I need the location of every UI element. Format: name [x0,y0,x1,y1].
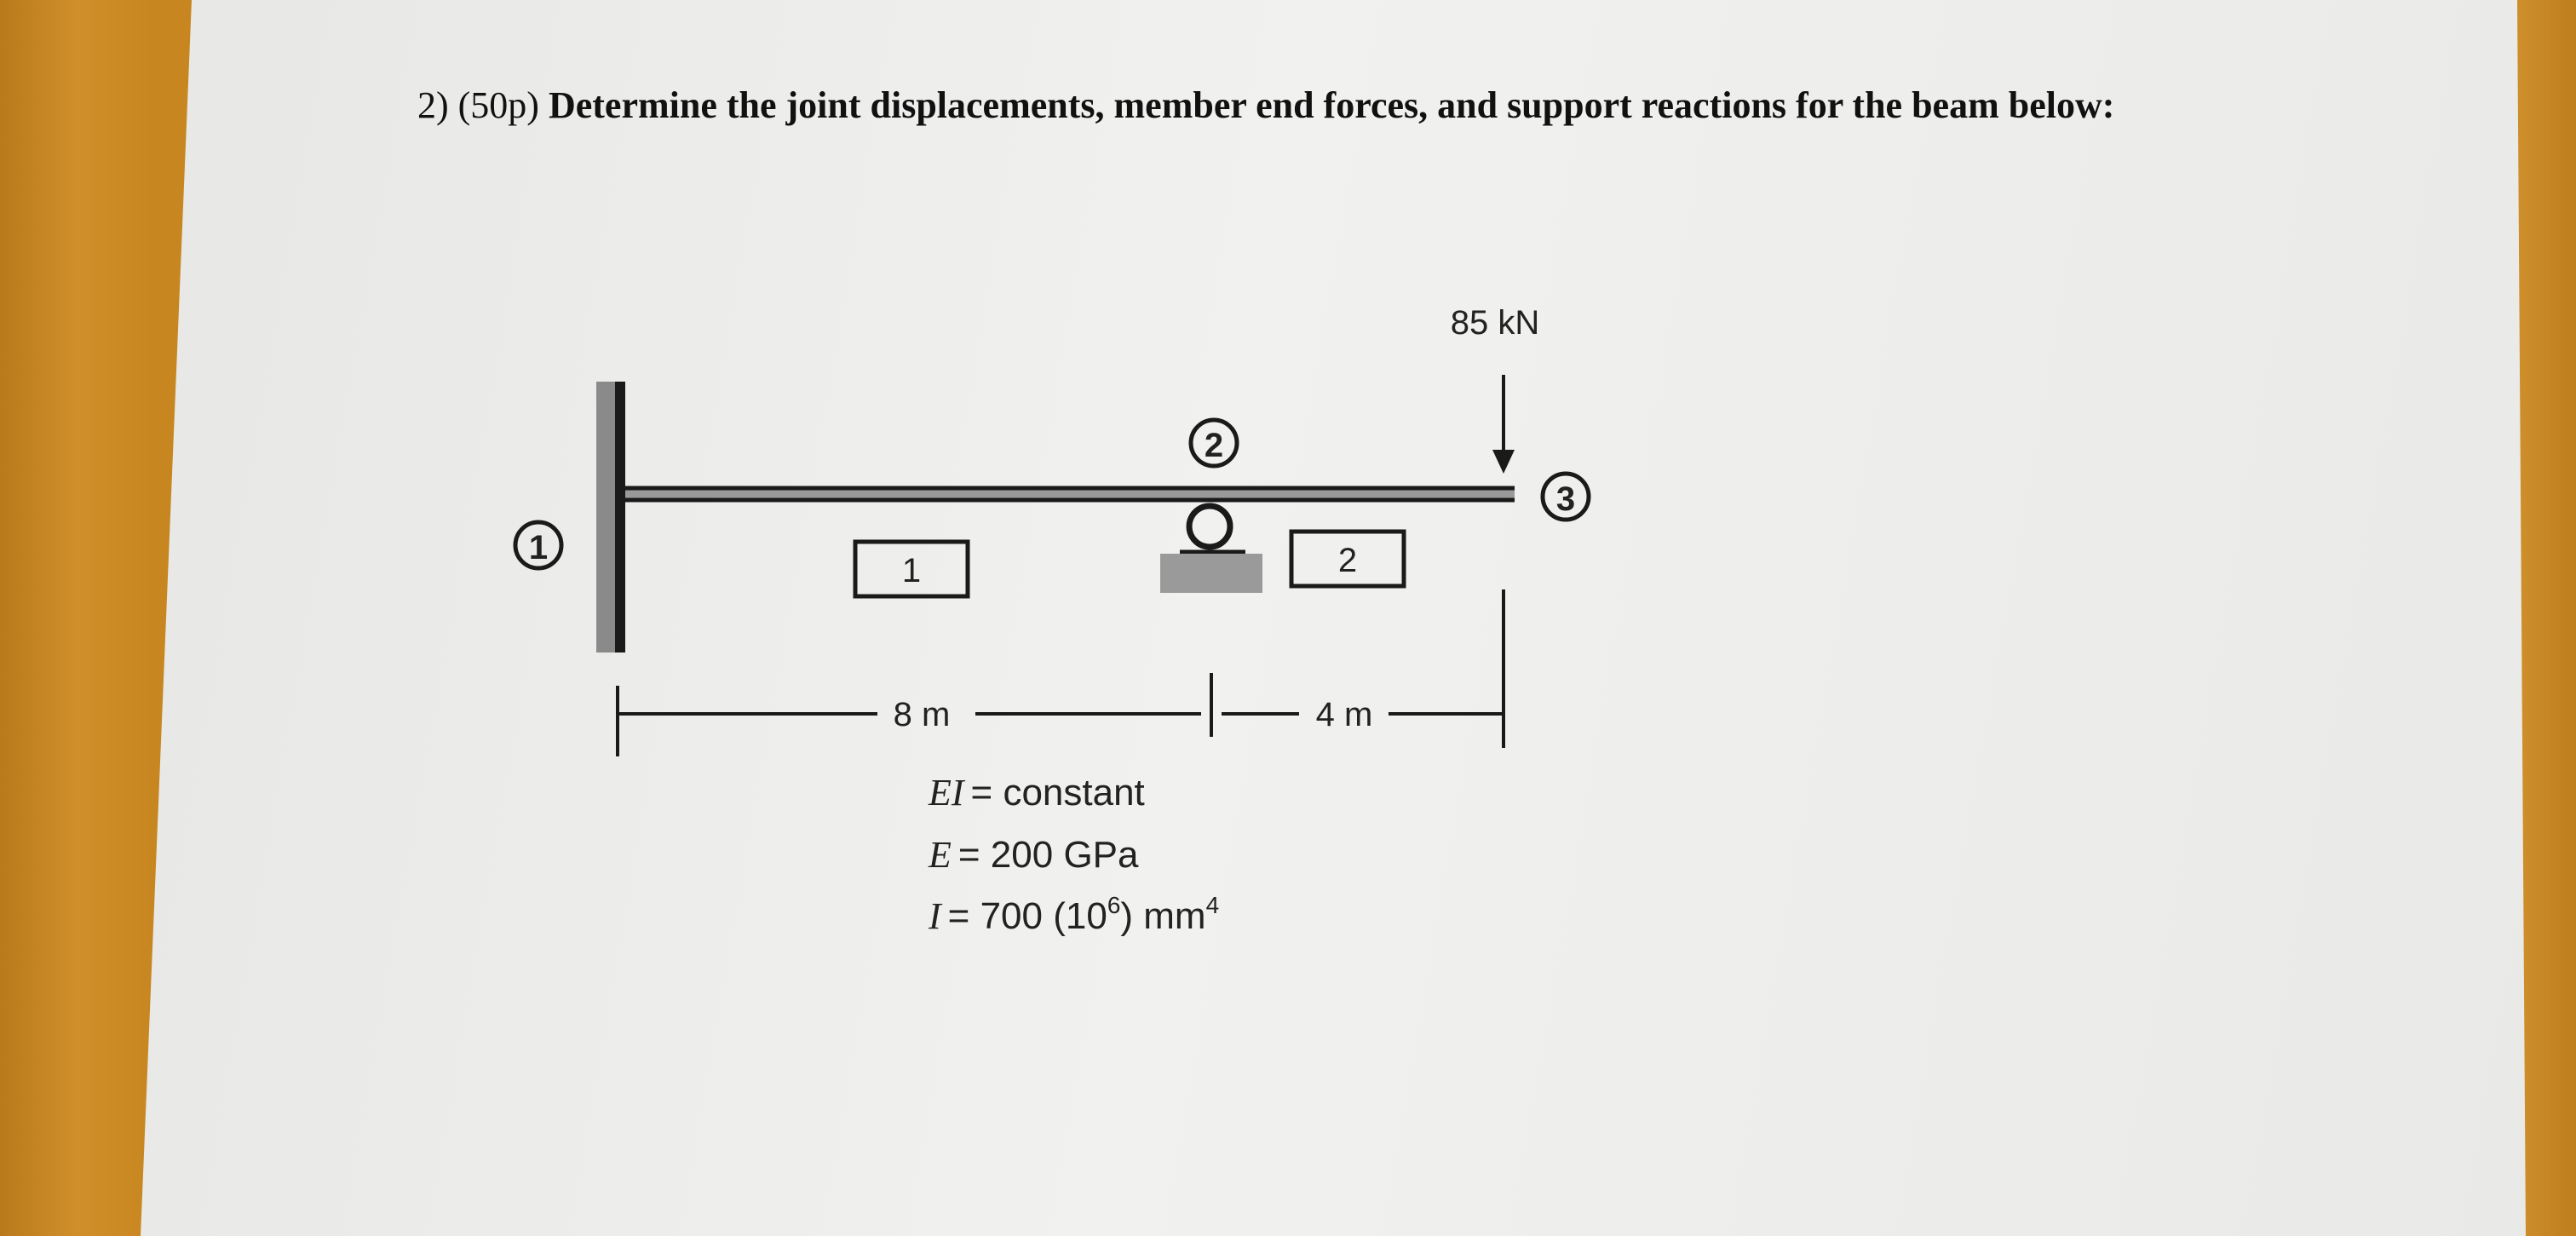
property-ei: EI= constant [928,772,1145,813]
node-3-label: 3 [1556,480,1575,518]
roller-support-wheel [1186,503,1233,550]
property-i-unit-exponent: 4 [1206,892,1220,918]
member-1-label: 1 [902,552,921,589]
node-2-label: 2 [1205,427,1223,464]
span-2-length: 4 m [1316,696,1373,733]
property-i-unit: ) mm [1120,895,1205,937]
load-label: 85 kN [1451,304,1540,342]
property-ei-value: = constant [971,772,1145,813]
node-1-marker: 1 [513,520,564,571]
member-2-label: 2 [1338,542,1357,579]
node-2-marker: 2 [1188,417,1239,469]
property-i-value: = 700 (10 [948,895,1107,937]
fixed-support-face [615,382,625,652]
property-e-symbol: E [928,834,952,876]
paper-sheet [141,0,2526,1236]
svg-text:E= 200 GPa: E= 200 GPa [928,834,1139,876]
svg-text:I= 700 (106) mm4: I= 700 (106) mm4 [928,892,1219,937]
property-e-value: = 200 GPa [958,834,1139,876]
property-e: E= 200 GPa [928,834,1139,876]
question-number: 2) (50p) [417,84,539,126]
question-text: 2) (50p) Determine the joint displacemen… [417,70,2249,141]
property-ei-symbol: EI [928,772,966,813]
beam [625,488,1515,498]
property-i-exponent: 6 [1107,892,1121,918]
property-i: I= 700 (106) mm4 [928,892,1219,937]
dimension-line [616,589,1505,756]
load-arrow-head [1492,450,1515,474]
node-1-label: 1 [529,529,548,566]
node-3-marker: 3 [1540,471,1591,522]
member-2-marker: 2 [1289,529,1406,589]
svg-text:EI= constant: EI= constant [928,772,1145,813]
question-prompt: Determine the joint displacements, membe… [548,84,2115,126]
roller-support-ground [1160,554,1262,593]
property-i-symbol: I [928,895,943,937]
member-1-marker: 1 [853,539,970,599]
span-1-length: 8 m [894,696,951,733]
